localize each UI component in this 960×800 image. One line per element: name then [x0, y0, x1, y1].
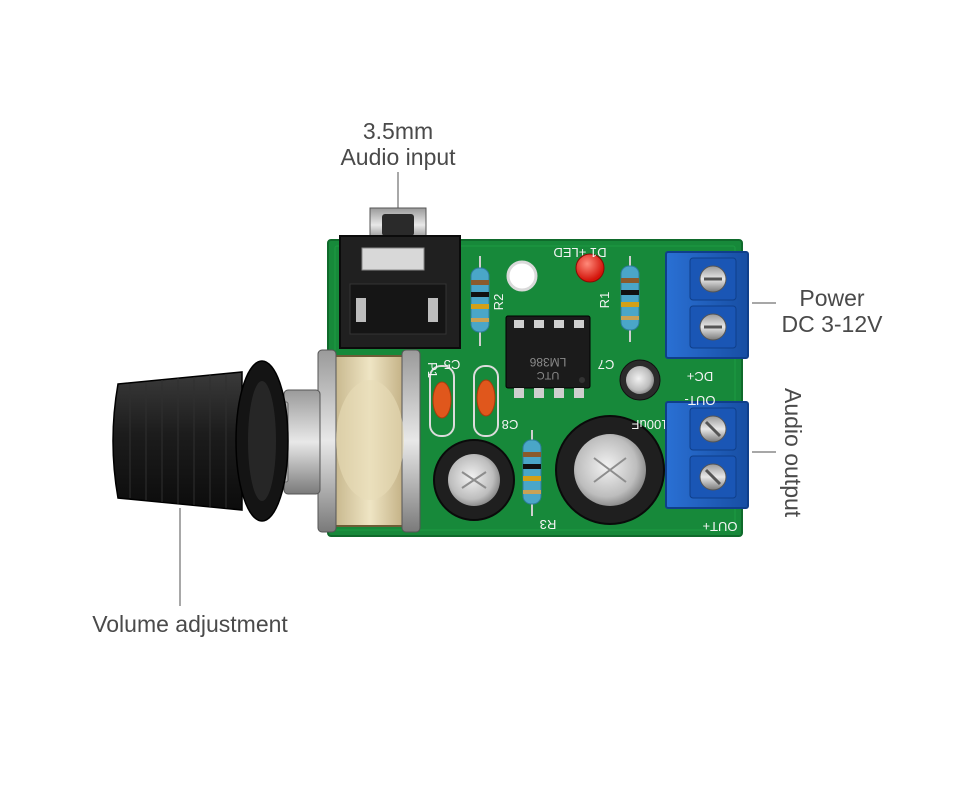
power-terminal-block: [665, 251, 749, 359]
silk-r3: R3: [540, 517, 557, 532]
power-label: Power DC 3-12V: [770, 285, 894, 337]
mounting-hole: [506, 260, 538, 292]
led-indicator: [575, 253, 605, 283]
resistor-r1: [620, 256, 640, 342]
silk-c8: C8: [502, 417, 519, 432]
resistor-r2: [470, 256, 490, 346]
silk-out-minus: OUT-: [684, 393, 715, 408]
electrolytic-capacitor-right: [555, 415, 665, 525]
lm386-chip: [505, 315, 591, 398]
audio-output-terminal-block: [665, 401, 749, 509]
chip-model-label: LM386: [529, 355, 566, 369]
audio-output-label: Audio output: [780, 388, 806, 518]
audio-input-size-text: 3.5mm: [362, 118, 434, 144]
capacitor-c5: [429, 365, 455, 437]
silk-led-label: D1 +LED: [553, 245, 606, 260]
silk-dc-plus: DC+: [687, 369, 713, 384]
silk-out-plus: OUT+: [702, 519, 737, 534]
silk-p1: P1: [425, 362, 440, 378]
audio-input-text: Audio input: [340, 144, 456, 170]
volume-knob[interactable]: [112, 360, 289, 522]
power-voltage-text: DC 3-12V: [781, 311, 883, 337]
silk-c7: C7: [598, 357, 615, 372]
audio-input-label: 3.5mm Audio input: [318, 118, 478, 170]
capacitor-c8: [473, 365, 499, 437]
potentiometer: [317, 349, 421, 533]
volume-adjustment-label: Volume adjustment: [92, 611, 288, 637]
resistor-r3: [522, 430, 542, 516]
electrolytic-capacitor-left: [433, 439, 515, 521]
power-text: Power: [799, 285, 865, 311]
silk-r2: R2: [491, 294, 506, 311]
capacitor-c7: [619, 359, 661, 401]
chip-brand-label: UTC: [537, 369, 560, 381]
silk-c5: C5: [444, 357, 461, 372]
audio-jack: [339, 207, 461, 349]
silk-cap-rating: 100uF: [632, 417, 669, 432]
silk-r1: R1: [597, 292, 612, 309]
